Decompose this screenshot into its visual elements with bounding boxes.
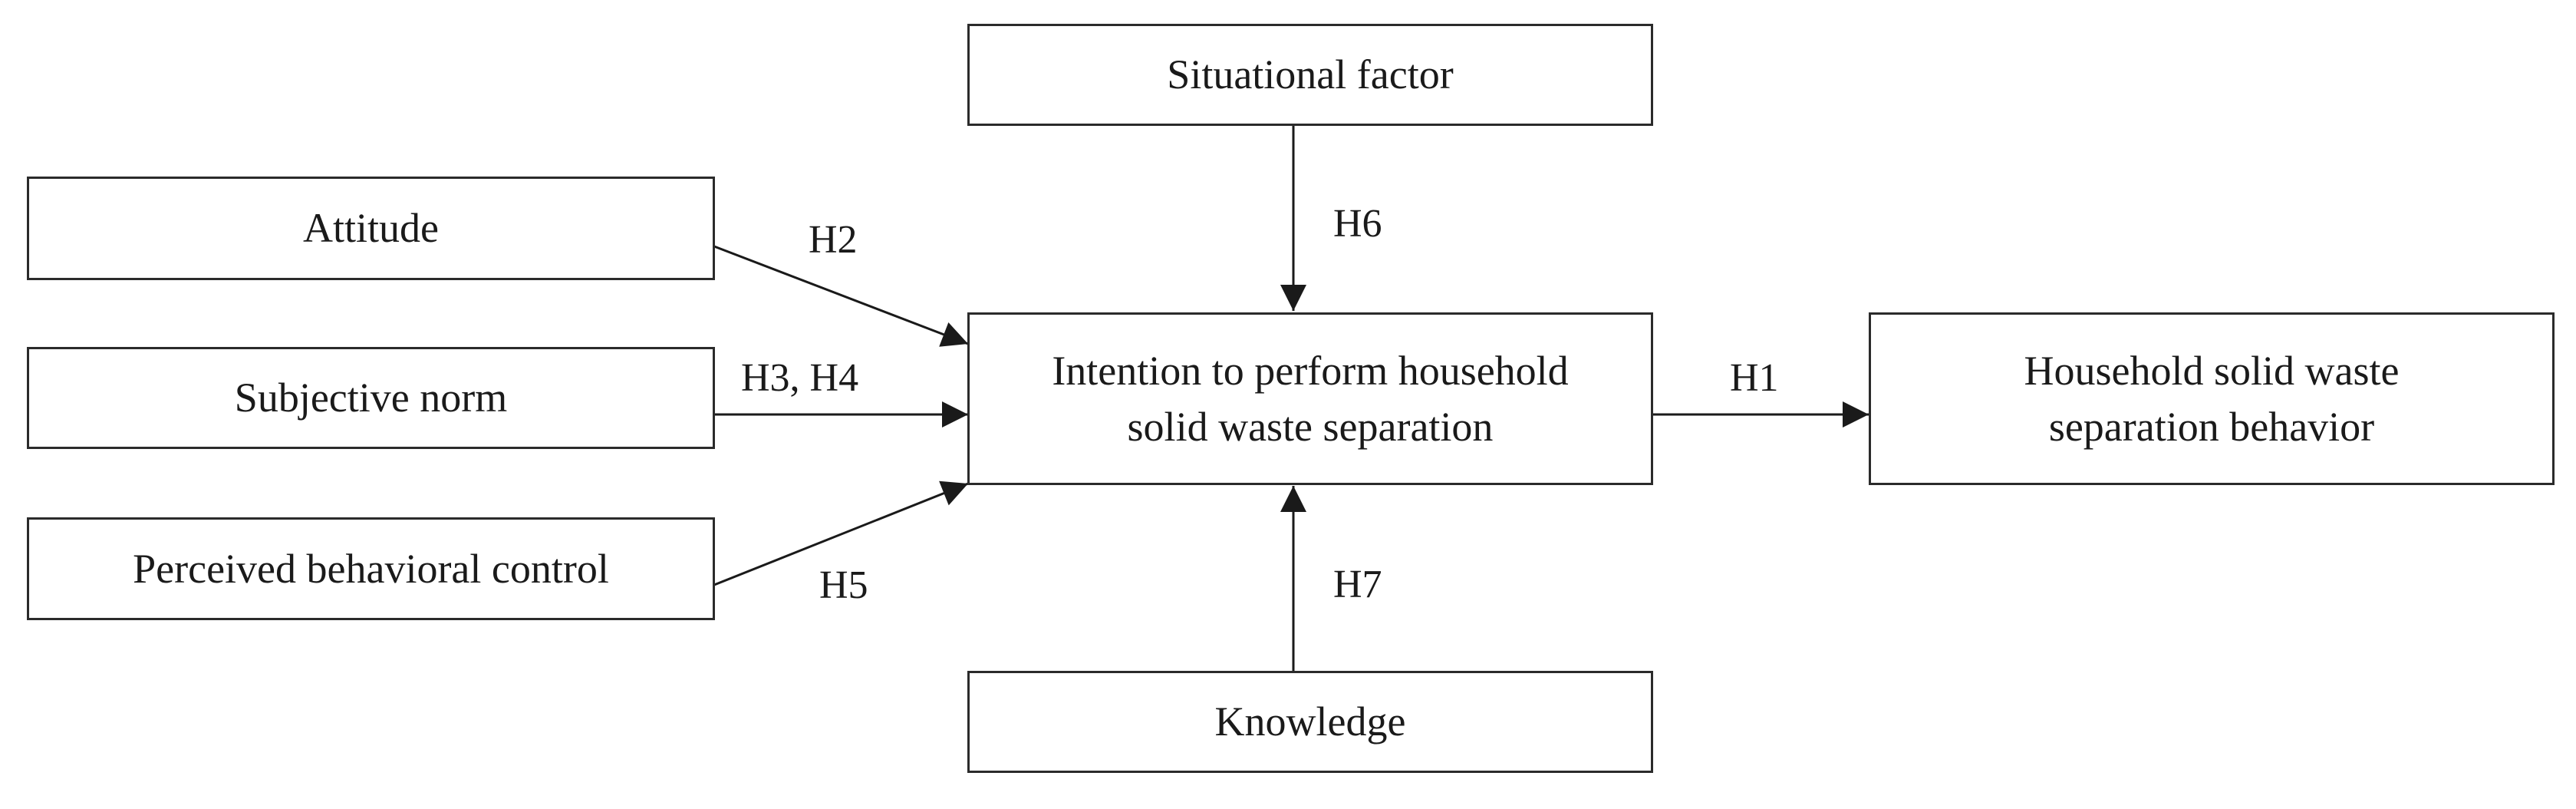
node-intention-line2: solid waste separation (1127, 403, 1494, 450)
node-situational-factor-label: Situational factor (1167, 51, 1454, 98)
node-behavior-line2: separation behavior (2048, 403, 2375, 450)
node-behavior: Household solid waste separation behavio… (1869, 312, 2555, 485)
arrow-attitude-to-intention (713, 245, 969, 347)
edge-label-h5: H5 (819, 563, 868, 607)
edge-label-h2: H2 (809, 218, 858, 262)
node-behavior-line1: Household solid waste (2024, 347, 2400, 394)
edge-label-h6: H6 (1333, 202, 1382, 246)
node-knowledge-label: Knowledge (1214, 698, 1406, 745)
node-situational-factor: Situational factor (967, 24, 1653, 126)
edge-label-h7: H7 (1333, 563, 1382, 606)
node-knowledge: Knowledge (967, 671, 1653, 773)
edge-label-h1: H1 (1730, 356, 1779, 400)
node-intention: Intention to perform household solid was… (967, 312, 1653, 485)
edge-label-h3-h4: H3, H4 (741, 356, 859, 400)
arrow-pbc-to-intention (713, 480, 969, 586)
node-subjective-norm: Subjective norm (27, 347, 715, 449)
node-attitude-label: Attitude (303, 205, 439, 252)
node-intention-line1: Intention to perform household (1052, 347, 1569, 394)
node-perceived-behavioral-control: Perceived behavioral control (27, 517, 715, 620)
node-perceived-behavioral-control-label: Perceived behavioral control (133, 545, 609, 592)
node-subjective-norm-label: Subjective norm (234, 375, 508, 421)
node-attitude: Attitude (27, 177, 715, 280)
